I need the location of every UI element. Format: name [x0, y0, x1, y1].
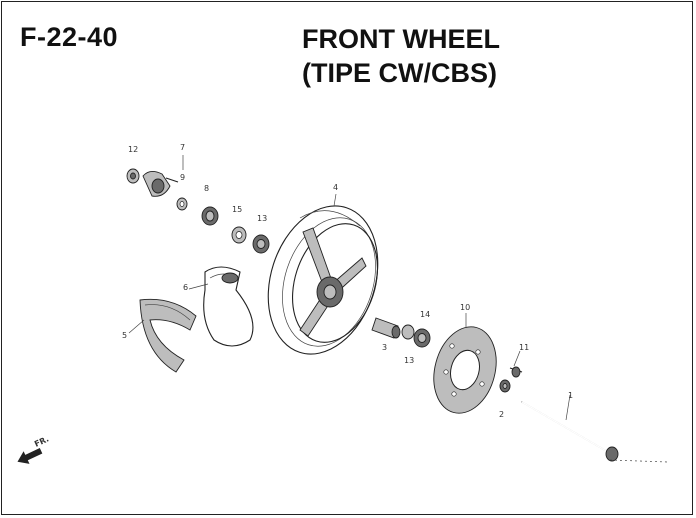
part-4-wheel — [267, 205, 379, 355]
callout-14: 14 — [420, 310, 430, 319]
callout-4: 4 — [333, 183, 338, 192]
part-10-brake-disc — [433, 326, 497, 414]
title-line-1: FRONT WHEEL — [302, 24, 500, 54]
callout-12: 12 — [128, 145, 138, 154]
figure-title: FRONT WHEEL (TIPE CW/CBS) — [302, 22, 500, 90]
part-13-bearing-right — [413, 328, 431, 348]
title-line-2: (TIPE CW/CBS) — [302, 58, 497, 88]
callout-9: 9 — [180, 173, 185, 182]
part-6-cover — [203, 266, 254, 347]
callout-13-right: 13 — [404, 356, 414, 365]
callout-3: 3 — [382, 343, 387, 352]
part-15-dust-seal — [231, 226, 247, 244]
callout-2: 2 — [499, 410, 504, 419]
front-direction-arrow-icon — [17, 448, 43, 464]
part-7-gearbox — [142, 171, 179, 197]
part-5-mudguard — [139, 298, 197, 373]
callout-6: 6 — [183, 283, 188, 292]
part-12-nut — [126, 168, 140, 184]
part-8-retainer — [201, 206, 219, 226]
callout-13-left: 13 — [257, 214, 267, 223]
figure-code: F-22-40 — [20, 22, 119, 52]
leader-lines — [128, 155, 669, 463]
part-3-collar — [371, 317, 401, 339]
part-2-nut — [499, 379, 511, 393]
part-1-axle — [521, 401, 619, 462]
part-11-bolt — [509, 366, 523, 378]
callout-7: 7 — [180, 143, 185, 152]
part-14-seal — [401, 324, 415, 340]
callout-1: 1 — [568, 391, 573, 400]
front-direction-label: FR. — [33, 434, 50, 448]
callout-10: 10 — [460, 303, 470, 312]
callout-5: 5 — [122, 331, 127, 340]
part-13-bearing-left — [252, 234, 270, 254]
callout-8: 8 — [204, 184, 209, 193]
callout-11: 11 — [519, 343, 529, 352]
part-9-washer — [176, 197, 188, 211]
callout-15: 15 — [232, 205, 242, 214]
